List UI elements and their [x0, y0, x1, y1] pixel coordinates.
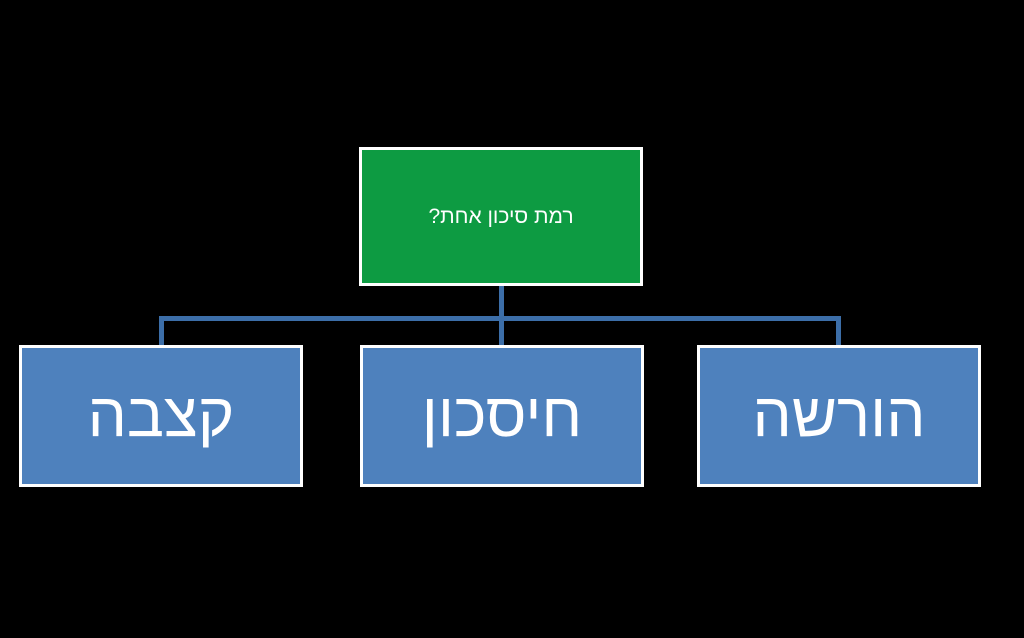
connector-root-stem — [499, 283, 504, 320]
node-child-inheritance-label: הורשה — [752, 380, 926, 450]
node-child-inheritance[interactable]: הורשה — [697, 345, 981, 487]
node-child-annuity-label: קצבה — [87, 380, 235, 450]
node-root-label: רמת סיכון אחת? — [428, 204, 574, 228]
connector-drop-right — [836, 316, 841, 350]
connector-drop-center — [499, 316, 504, 350]
connector-drop-left — [159, 316, 164, 350]
node-child-annuity[interactable]: קצבה — [19, 345, 303, 487]
node-child-savings-label: חיסכון — [421, 380, 583, 450]
node-root[interactable]: רמת סיכון אחת? — [359, 147, 643, 286]
node-child-savings[interactable]: חיסכון — [360, 345, 644, 487]
